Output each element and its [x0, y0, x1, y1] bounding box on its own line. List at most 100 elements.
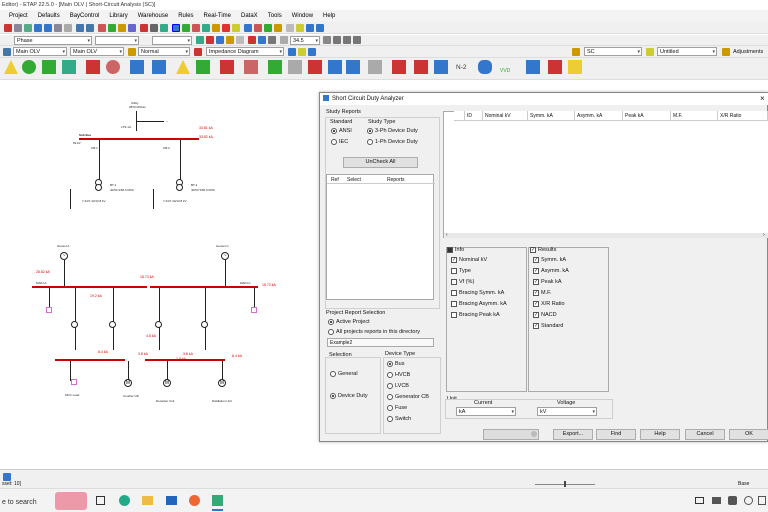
results-checkbox-1[interactable]: ✓: [533, 268, 539, 274]
chart-icon[interactable]: [118, 24, 126, 32]
lamp-icon[interactable]: [226, 36, 234, 44]
menu-tools[interactable]: Tools: [267, 13, 282, 19]
mail-icon[interactable]: [166, 496, 177, 505]
info-checkbox-1[interactable]: [451, 268, 457, 274]
transient-icon[interactable]: [434, 60, 448, 74]
three-ph-radio[interactable]: [367, 128, 373, 134]
info-checkbox-5[interactable]: [451, 312, 457, 318]
bold-icon[interactable]: [333, 36, 341, 44]
italic-icon[interactable]: [343, 36, 351, 44]
grid-scrollbar[interactable]: [444, 233, 768, 238]
genset-c[interactable]: ~: [221, 252, 229, 260]
adjust-icon[interactable]: [722, 48, 730, 56]
symbol-icon[interactable]: [196, 36, 204, 44]
filter-icon[interactable]: [232, 24, 240, 32]
impedance-combo[interactable]: Impedance Diagram▾: [206, 47, 284, 56]
color-icon[interactable]: [206, 36, 214, 44]
arrow-flow-icon[interactable]: [328, 60, 342, 74]
transformer-4[interactable]: [109, 321, 116, 328]
refresh-icon[interactable]: [288, 48, 296, 56]
underline-icon[interactable]: [353, 36, 361, 44]
dc-icon[interactable]: [414, 60, 428, 74]
device-bus-radio[interactable]: [387, 361, 393, 367]
stack-icon[interactable]: [212, 24, 220, 32]
close-icon[interactable]: ×: [760, 94, 765, 103]
text-size-icon[interactable]: [323, 36, 331, 44]
lv-bus-c[interactable]: [145, 359, 225, 361]
alert-icon[interactable]: [140, 24, 148, 32]
info-icon[interactable]: [316, 24, 324, 32]
sc-icon[interactable]: [86, 60, 100, 74]
info-checkbox-4[interactable]: [451, 301, 457, 307]
transformer-1b[interactable]: [95, 184, 102, 191]
battery-icon[interactable]: [196, 60, 210, 74]
grid-col-mf[interactable]: M.F.: [671, 111, 718, 121]
results-checkbox-3[interactable]: ✓: [533, 290, 539, 296]
device-fuse-radio[interactable]: [387, 405, 393, 411]
menu-warehouse[interactable]: Warehouse: [137, 13, 169, 19]
ok-button[interactable]: OK: [729, 429, 768, 440]
menu-project[interactable]: Project: [9, 13, 28, 19]
load-a[interactable]: [46, 307, 52, 313]
menu-help[interactable]: Help: [323, 13, 336, 19]
etap-icon[interactable]: [212, 495, 223, 506]
unbalanced-icon[interactable]: [368, 60, 382, 74]
voltage-unit-select[interactable]: kV▾: [537, 407, 597, 416]
iec-radio[interactable]: [331, 139, 337, 145]
menu-defaults[interactable]: Defaults: [37, 13, 60, 19]
results-checkbox[interactable]: ✓: [530, 247, 536, 253]
vvd-label[interactable]: VVD: [500, 68, 511, 74]
info-checkbox[interactable]: [447, 247, 453, 253]
genset-a[interactable]: ~: [60, 252, 68, 260]
results-grid[interactable]: [443, 111, 768, 238]
grid-col-asymm[interactable]: Asymm. kA: [575, 111, 623, 121]
export-icon[interactable]: [568, 60, 582, 74]
grid-col-id[interactable]: ID: [465, 111, 483, 121]
info-checkbox-0[interactable]: ✓: [451, 257, 457, 263]
results-checkbox-2[interactable]: ✓: [533, 279, 539, 285]
scroll-right-icon[interactable]: ›: [763, 232, 765, 238]
all-projects-radio[interactable]: [328, 329, 334, 335]
emt-icon[interactable]: [548, 60, 562, 74]
help-icon[interactable]: [306, 24, 314, 32]
lock-icon[interactable]: [254, 24, 262, 32]
active-project-radio[interactable]: [328, 319, 334, 325]
uncheck-all-button[interactable]: UnCheck All: [343, 157, 418, 168]
layout-toggle-icon[interactable]: [3, 473, 11, 481]
results-checkbox-4[interactable]: ✓: [533, 301, 539, 307]
theme-icon[interactable]: [192, 24, 200, 32]
grid-col-kv[interactable]: Nominal kV: [483, 111, 528, 121]
reliability-icon[interactable]: [268, 60, 282, 74]
move-icon[interactable]: [258, 36, 266, 44]
ground-grid-icon[interactable]: [288, 60, 302, 74]
network-tray-icon[interactable]: [728, 496, 737, 505]
view-combo-right[interactable]: Main OLV▾: [70, 47, 124, 56]
stability-icon[interactable]: [130, 60, 144, 74]
settings-icon[interactable]: [286, 24, 294, 32]
device-hvcb-radio[interactable]: [387, 372, 393, 378]
reports-list[interactable]: Ref Select Reports: [326, 174, 435, 300]
menu-rules[interactable]: Rules: [178, 13, 194, 19]
ansi-radio[interactable]: [331, 128, 337, 134]
n2-label[interactable]: N-2: [456, 64, 467, 71]
display-icon[interactable]: [3, 48, 11, 56]
transformer-3[interactable]: [71, 321, 78, 328]
device-switch-radio[interactable]: [387, 416, 393, 422]
text-icon[interactable]: [150, 24, 158, 32]
menu-library[interactable]: Library: [109, 13, 128, 19]
fault-marker-icon[interactable]: [194, 48, 202, 56]
cut-icon[interactable]: [4, 24, 12, 32]
transformer-2b[interactable]: [176, 184, 183, 191]
contingency-icon[interactable]: [392, 60, 406, 74]
view-icon[interactable]: [172, 24, 180, 32]
export-button[interactable]: Export...: [553, 429, 593, 440]
grid-col-peak[interactable]: Peak kA: [623, 111, 671, 121]
crusher-motor[interactable]: M: [124, 379, 132, 387]
menu-realtime[interactable]: Real-Time: [203, 13, 231, 19]
transformer-5[interactable]: [155, 321, 162, 328]
mcc-load[interactable]: [71, 379, 77, 385]
results-checkbox-5[interactable]: ✓: [533, 312, 539, 318]
menu-datax[interactable]: DataX: [241, 13, 258, 19]
table-icon[interactable]: [128, 24, 136, 32]
speaker-icon[interactable]: [744, 496, 753, 505]
